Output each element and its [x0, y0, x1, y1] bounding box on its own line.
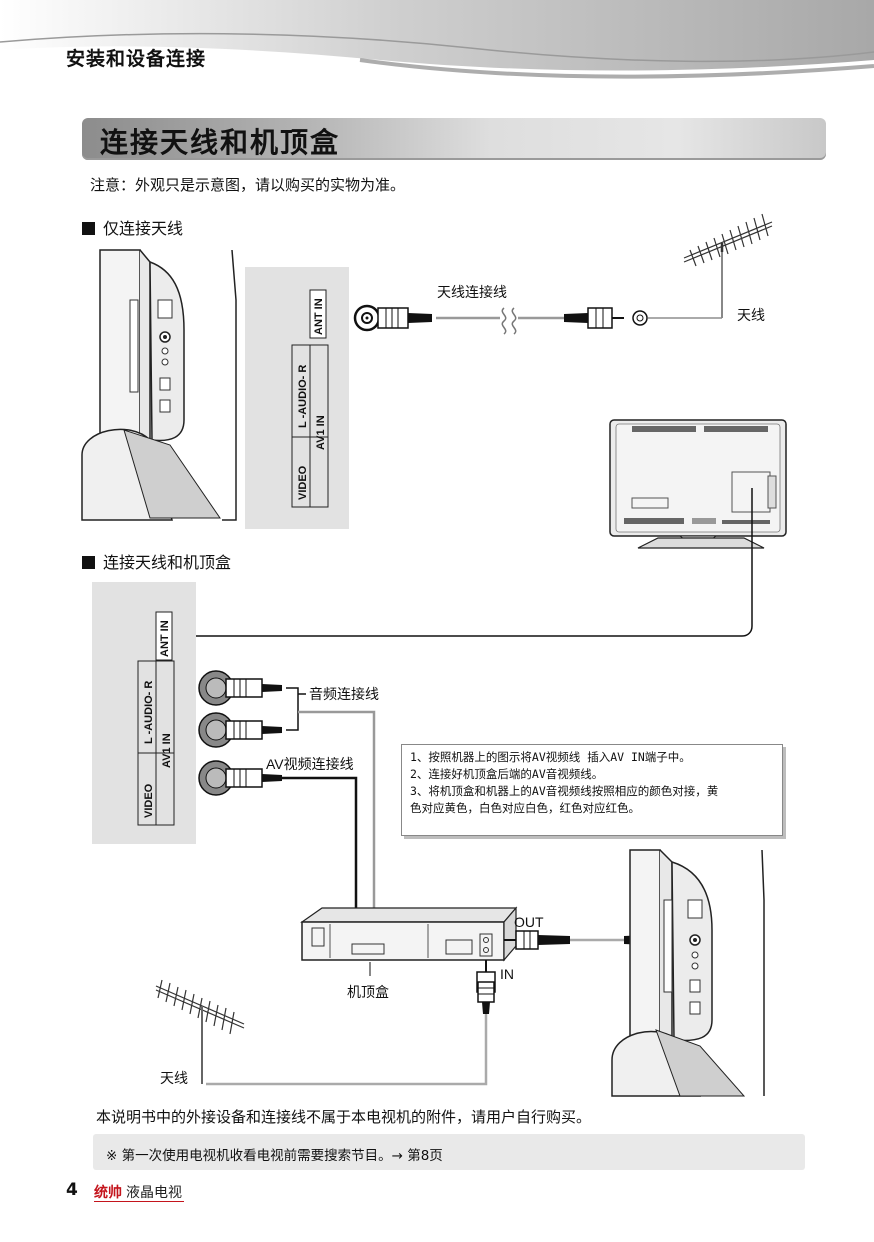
av-cable-label: AV视频连接线	[266, 756, 354, 772]
antenna-label-bottom: 天线	[160, 1070, 188, 1086]
antenna-icon	[683, 213, 773, 267]
antenna-label-top: 天线	[737, 307, 765, 323]
tip-bar	[93, 1134, 805, 1170]
rca-plugs	[198, 670, 282, 796]
audio-label: L -AUDIO- R	[143, 681, 155, 744]
in-label: IN	[500, 966, 514, 982]
audio-cable	[298, 710, 376, 912]
instruction-line: 3、将机顶盒和机器上的AV音视频线按照相应的颜色对接，黄	[410, 784, 719, 798]
set-top-box: 机顶盒	[300, 906, 518, 1000]
title-bar	[82, 118, 826, 160]
brand-underline	[94, 1201, 184, 1202]
instruction-line: 1、按照机器上的图示将AV视频线 插入AV IN端子中。	[410, 750, 691, 764]
page-number: 4	[66, 1180, 78, 1200]
audio-cable-label: 音频连接线	[309, 686, 379, 702]
antenna-icon	[155, 979, 245, 1084]
square-bullet-icon	[82, 556, 95, 569]
header-swoosh	[0, 0, 874, 79]
video-label: VIDEO	[143, 783, 155, 818]
subheading-antenna-only: 仅连接天线	[82, 215, 183, 239]
section-header: 安装和设备连接	[66, 48, 207, 70]
av-video-cable	[282, 776, 358, 912]
ant-in-label: ANT IN	[313, 298, 325, 335]
video-label: VIDEO	[297, 465, 309, 500]
subheading-text: 连接天线和机顶盒	[103, 553, 232, 572]
tv-side-view-bottom	[611, 849, 765, 1097]
ant-in-label: ANT IN	[159, 620, 171, 657]
square-bullet-icon	[82, 222, 95, 235]
ant-cable-long	[192, 488, 753, 637]
audio-label: L -AUDIO- R	[297, 365, 309, 428]
tip-text: ※ 第一次使用电视机收看电视前需要搜索节目。→ 第8页	[106, 1148, 443, 1164]
instruction-line: 2、连接好机顶盒后端的AV音视频线。	[410, 767, 604, 781]
antenna-cable-top: 天线连接线 天线	[353, 246, 765, 335]
stb-in-cable: IN	[206, 960, 514, 1086]
jack-panel-top: ANT IN L -AUDIO- R AV1 IN VIDEO	[245, 267, 349, 529]
instructions-callout: 1、按照机器上的图示将AV视频线 插入AV IN端子中。 2、连接好机顶盒后端的…	[401, 744, 783, 836]
antenna-cable-label: 天线连接线	[437, 284, 507, 300]
av1-in-label: AV1 IN	[315, 415, 327, 450]
product-name: 液晶电视	[126, 1185, 182, 1201]
appearance-note: 注意：外观只是示意图，请以购买的实物为准。	[90, 176, 406, 194]
subheading-antenna-stb: 连接天线和机顶盒	[82, 549, 231, 573]
av1-in-label: AV1 IN	[161, 733, 173, 768]
accessory-footnote: 本说明书中的外接设备和连接线不属于本电视机的附件，请用户自行购买。	[96, 1108, 592, 1126]
subheading-text: 仅连接天线	[103, 219, 184, 238]
tv-rear-view	[609, 419, 787, 549]
out-label: OUT	[514, 914, 544, 930]
jack-panel-bottom: ANT IN L -AUDIO- R AV1 IN VIDEO	[92, 582, 196, 844]
brand-name: 统帅	[94, 1185, 122, 1201]
instruction-line: 色对应黄色，白色对应白色，红色对应红色。	[410, 801, 640, 815]
page-title: 连接天线和机顶盒	[100, 126, 341, 159]
tv-side-view-top	[81, 249, 237, 521]
stb-label: 机顶盒	[347, 984, 389, 1000]
